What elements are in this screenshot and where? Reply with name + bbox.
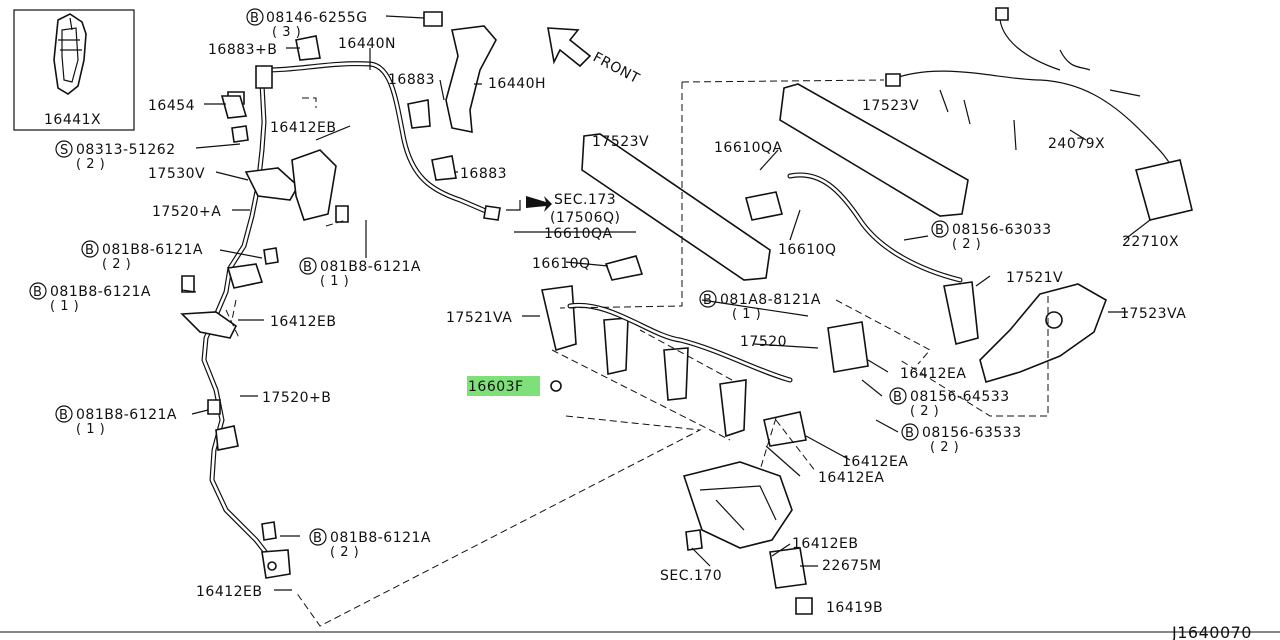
label-17506q: (17506Q): [550, 210, 620, 226]
svg-text:S: S: [60, 143, 69, 158]
part-labels: B 08146-6255G ( 3 ) 16883+B 16440N 16883…: [29, 8, 1186, 616]
label-16883b: 16883+B: [208, 42, 277, 58]
label-16603f: 16603F: [468, 379, 524, 395]
label-16412eb-3: 16412EB: [196, 584, 263, 600]
fuel-rail-protectors: [581, 83, 1107, 383]
label-16440h: 16440H: [488, 76, 546, 92]
label-081b8-a: 081B8-6121A: [102, 242, 203, 258]
label-16610q-1: 16610Q: [532, 256, 591, 272]
label-16412eb-1: 16412EB: [270, 120, 337, 136]
bolt-marker: B: [699, 290, 717, 308]
label-081b8-c: 081B8-6121A: [320, 259, 421, 275]
bolt-marker: B: [246, 8, 264, 26]
wiring-harness: [885, 7, 1193, 221]
label-081b8-d: 081B8-6121A: [76, 407, 177, 423]
label-16412eb-2: 16412EB: [270, 314, 337, 330]
bolt-marker: B: [889, 387, 907, 405]
injector-assembly: [541, 172, 979, 447]
svg-text:B: B: [893, 390, 902, 405]
label-08156-a: 08156-63033: [952, 222, 1052, 238]
label-08313-qty: ( 2 ): [76, 157, 105, 172]
label-sec173: SEC.173: [554, 192, 616, 208]
label-081b8-b: 081B8-6121A: [50, 284, 151, 300]
svg-text:B: B: [250, 11, 259, 26]
label-17520b: 17520+B: [262, 390, 331, 406]
label-08156-b-qty: ( 2 ): [910, 404, 939, 419]
label-081b8-a-qty: ( 2 ): [102, 257, 131, 272]
label-081b8-c-qty: ( 1 ): [320, 274, 349, 289]
bolt-marker: B: [931, 220, 949, 238]
svg-text:B: B: [703, 293, 712, 308]
label-16610qa-1: 16610QA: [544, 226, 613, 242]
label-081b8-b-qty: ( 1 ): [50, 299, 79, 314]
label-16883-c: 16883: [460, 166, 507, 182]
svg-text:B: B: [303, 260, 312, 275]
label-22710x: 22710X: [1122, 234, 1179, 250]
label-24079x: 24079X: [1048, 136, 1105, 152]
label-17523v-1: 17523V: [592, 134, 649, 150]
svg-text:B: B: [905, 426, 914, 441]
fuel-pump: [682, 461, 813, 615]
bolt-marker: B: [299, 257, 317, 275]
label-17521v: 17521V: [1006, 270, 1063, 286]
label-17520a: 17520+A: [152, 204, 221, 220]
label-081b8-e-qty: ( 2 ): [330, 545, 359, 560]
label-16440n: 16440N: [338, 36, 396, 52]
label-16412ea-1: 16412EA: [900, 366, 966, 382]
reference-lines: [225, 79, 1049, 627]
svg-text:B: B: [313, 531, 322, 546]
highlight-box: [467, 376, 540, 396]
label-16883-a: 16883: [388, 72, 435, 88]
label-08156-a-qty: ( 2 ): [952, 237, 981, 252]
label-08156-b: 08156-64533: [910, 389, 1010, 405]
label-17521va: 17521VA: [446, 310, 512, 326]
label-081b8-e: 081B8-6121A: [330, 530, 431, 546]
front-arrow: FRONT: [547, 27, 642, 87]
label-22675m: 22675M: [822, 558, 882, 574]
left-fuel-line: [180, 11, 501, 579]
label-081a8: 081A8-8121A: [720, 292, 821, 308]
label-081b8-d-qty: ( 1 ): [76, 422, 105, 437]
label-17520: 17520: [740, 334, 787, 350]
screw-marker: S: [55, 140, 73, 158]
leader-lines: [181, 15, 1151, 591]
inset-box: 16441X: [13, 9, 135, 131]
bolt-marker: B: [901, 423, 919, 441]
label-16412eb-4: 16412EB: [792, 536, 859, 552]
bolt-marker: B: [309, 528, 327, 546]
label-16610qa-2: 16610QA: [714, 140, 783, 156]
label-sec170: SEC.170: [660, 568, 722, 584]
label-08313: 08313-51262: [76, 142, 176, 158]
svg-text:B: B: [85, 243, 94, 258]
label-16412ea-3: 16412EA: [818, 470, 884, 486]
label-17523va: 17523VA: [1120, 306, 1186, 322]
label-081a8-qty: ( 1 ): [732, 307, 761, 322]
svg-text:B: B: [59, 408, 68, 423]
svg-text:B: B: [935, 223, 944, 238]
label-17523v-2: 17523V: [862, 98, 919, 114]
label-08146: 08146-6255G: [266, 10, 368, 26]
label-08156-c: 08156-63533: [922, 425, 1022, 441]
front-label: FRONT: [590, 49, 642, 87]
label-17530v: 17530V: [148, 166, 205, 182]
inset-label: 16441X: [44, 112, 101, 128]
label-08146-qty: ( 3 ): [272, 25, 301, 40]
svg-text:B: B: [33, 285, 42, 300]
sec173-arrow-icon: [526, 196, 552, 212]
drawing-number: J1640070: [1171, 623, 1252, 640]
label-16419b: 16419B: [826, 600, 883, 616]
label-16610q-2: 16610Q: [778, 242, 837, 258]
label-16454: 16454: [148, 98, 195, 114]
label-08156-c-qty: ( 2 ): [930, 440, 959, 455]
bolt-marker: B: [81, 240, 99, 258]
bolt-marker: B: [29, 282, 47, 300]
bolt-marker: B: [55, 405, 73, 423]
label-16412ea-2: 16412EA: [842, 454, 908, 470]
